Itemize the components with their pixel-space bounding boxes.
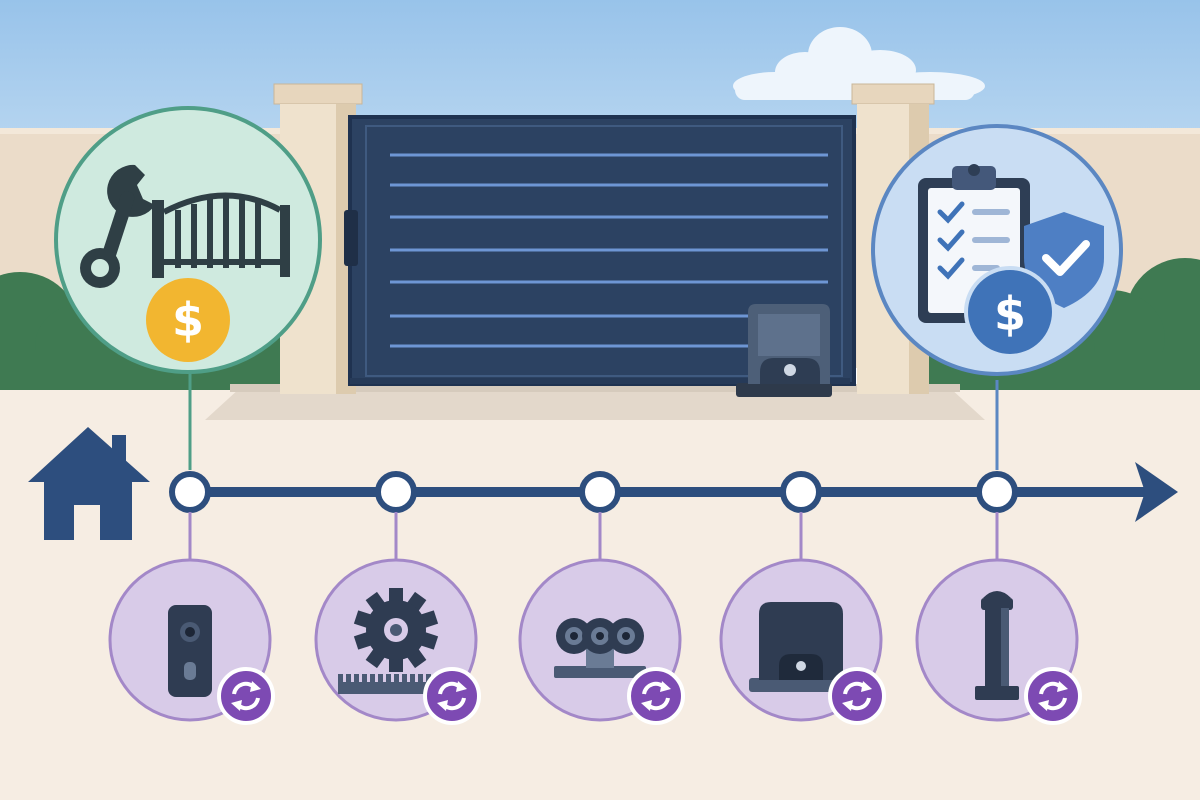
timeline-milestone <box>976 471 1018 513</box>
callout-maintenance-plan: $ <box>871 124 1123 376</box>
motor-housing-icon <box>749 602 853 692</box>
gate-opener-motor <box>736 304 832 397</box>
timeline-milestone <box>579 471 621 513</box>
gate-slats <box>390 153 828 348</box>
replace-cycle-icon <box>1024 667 1082 725</box>
gear-rack-icon <box>338 588 439 694</box>
house-icon <box>28 427 150 540</box>
gate-post-icon <box>975 591 1019 700</box>
replacement-part-4 <box>719 512 886 725</box>
callout-installation-cost: $ <box>54 106 322 374</box>
keypad-remote-icon <box>168 605 212 697</box>
arch-gate-icon <box>152 192 290 278</box>
svg-text:$: $ <box>172 293 204 347</box>
replacement-part-3 <box>518 512 685 725</box>
replace-cycle-icon <box>423 667 481 725</box>
roller-wheels-icon <box>554 618 646 678</box>
replacement-part-1 <box>108 512 275 725</box>
replacement-parts <box>108 512 1082 725</box>
timeline-milestones <box>169 471 1018 513</box>
replacement-part-2 <box>314 512 481 725</box>
timeline-milestone <box>169 471 211 513</box>
wrench-icon <box>80 164 155 288</box>
arrow-head-icon <box>1135 462 1178 522</box>
timeline-milestone <box>780 471 822 513</box>
timeline-milestone <box>375 471 417 513</box>
dollar-coin-icon: $ <box>146 278 230 362</box>
replace-cycle-icon <box>217 667 275 725</box>
dollar-coin-icon: $ <box>964 266 1056 358</box>
replace-cycle-icon <box>828 667 886 725</box>
svg-text:$: $ <box>994 287 1026 341</box>
replacement-part-5 <box>915 512 1082 725</box>
timeline <box>169 462 1178 522</box>
replace-cycle-icon <box>627 667 685 725</box>
